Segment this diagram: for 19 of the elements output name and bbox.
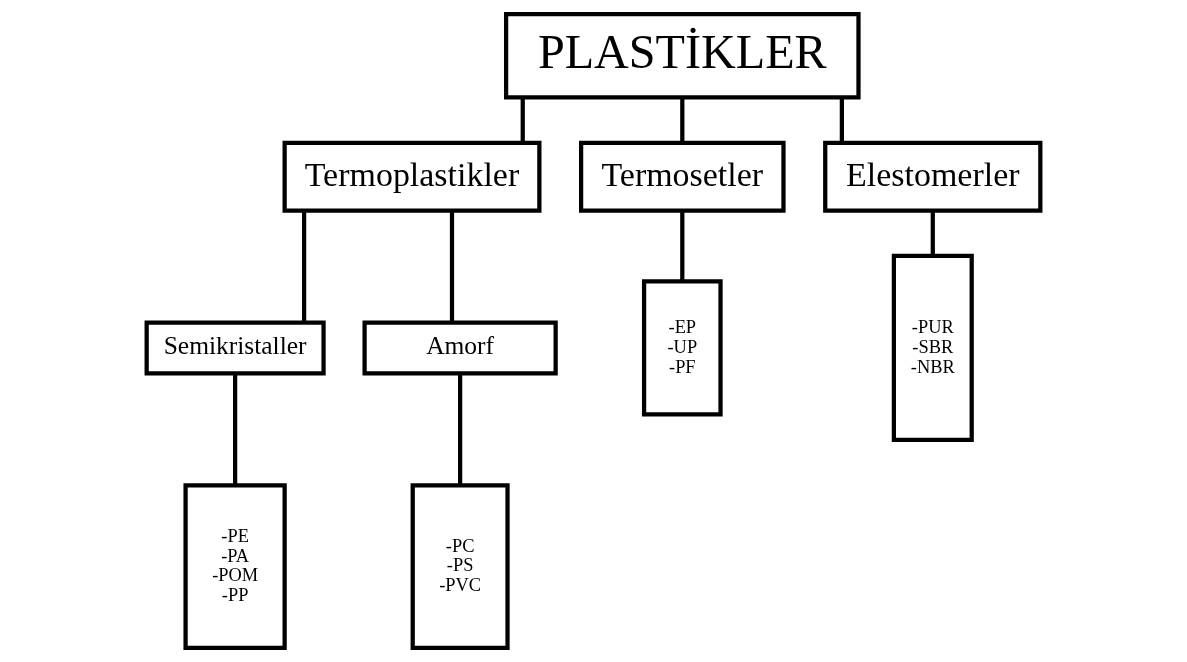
connector [930,211,935,256]
connector [458,373,463,485]
node-box: Elestomerler [823,140,1043,213]
node-box: Termoplastikler [282,140,542,213]
connector [449,211,455,323]
node-box: Amorf [362,320,558,376]
node-box: -PC -PS -PVC [410,483,510,651]
connector [839,98,844,143]
connector [301,211,307,323]
connector [520,98,525,143]
node-box: Termosetler [579,140,786,213]
node-box: -PE -PA -POM -PP [183,483,287,651]
node-box: -EP -UP -PF [641,279,723,417]
connector [680,211,685,282]
connector [233,373,238,485]
connector [680,98,685,143]
node-box: Semikristaller [144,320,326,376]
node-box: -PUR -SBR -NBR [891,253,974,443]
node-box: PLASTİKLER [504,11,861,100]
